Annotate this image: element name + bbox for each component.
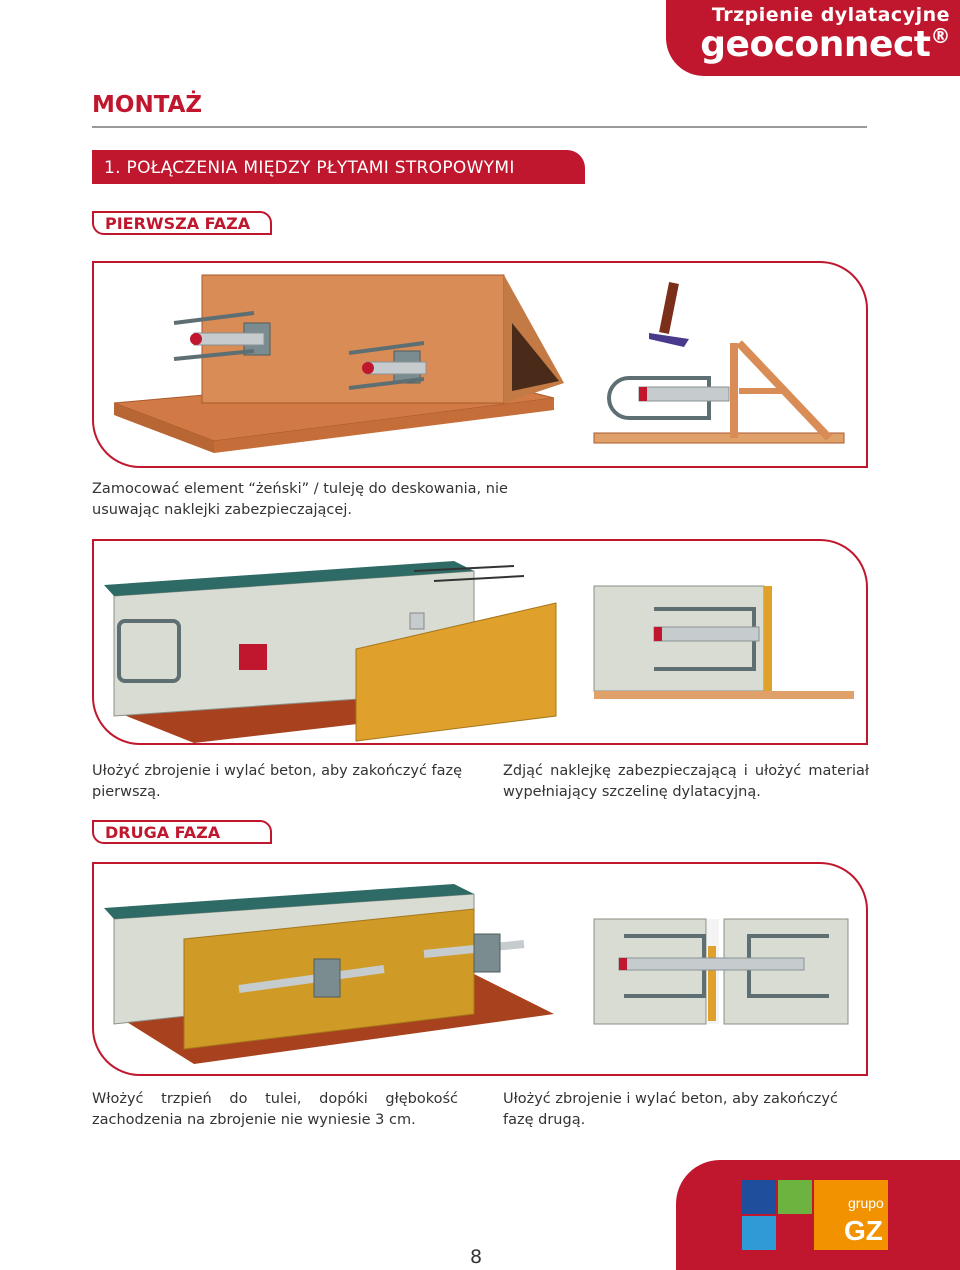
registered-mark: ® [930,24,951,48]
phase-one-tag: PIERWSZA FAZA [92,211,272,235]
page-number: 8 [470,1246,483,1268]
brand-name: geoconnect [700,24,931,65]
brand-logo: geoconnect® [686,24,950,65]
header-subtitle: Trzpienie dylatacyjne [711,4,950,26]
first-pour-concrete-illustration [104,561,854,743]
step2-illustration-panel [92,539,868,745]
section-heading-bar [92,150,585,184]
formwork-section-view [593,282,845,444]
phase-two-tag: DRUGA FAZA [92,820,272,844]
section-heading: 1. POŁĄCZENIA MIĘDZY PŁYTAMI STROPOWYMI [104,158,515,178]
sleeve-assembly-right [348,341,427,390]
sleeve-assembly-left [173,311,271,361]
title-divider [92,126,867,128]
first-pour-section-view [593,585,854,699]
step5-caption: Ułożyć zbrojenie i wylać beton, aby zako… [503,1091,838,1128]
grupo-gz-logo: grupo GZ [742,1180,888,1250]
dowel-section-view [593,918,849,1025]
logo-letters: GZ [844,1215,883,1246]
step1-caption: Zamocować element “żeński” / tuleję do d… [92,481,508,518]
logo-word: grupo [848,1195,884,1211]
step1-illustration-panel [92,261,868,468]
page-title: MONTAŻ [92,92,203,118]
formwork-sleeve-illustration [113,274,845,453]
step4-caption: Włożyć trzpień do tulei, dopóki głębokoś… [92,1091,458,1128]
step4-illustration-panel [92,862,868,1076]
step2-caption: Ułożyć zbrojenie i wylać beton, aby zako… [92,763,463,800]
phase-two-label: DRUGA FAZA [105,822,221,842]
header-brand-bar [666,0,960,76]
dowel-insertion-illustration [104,884,849,1064]
step3-caption: Zdjąć naklejkę zabezpieczającą i ułożyć … [503,763,869,800]
phase-one-label: PIERWSZA FAZA [105,213,251,233]
